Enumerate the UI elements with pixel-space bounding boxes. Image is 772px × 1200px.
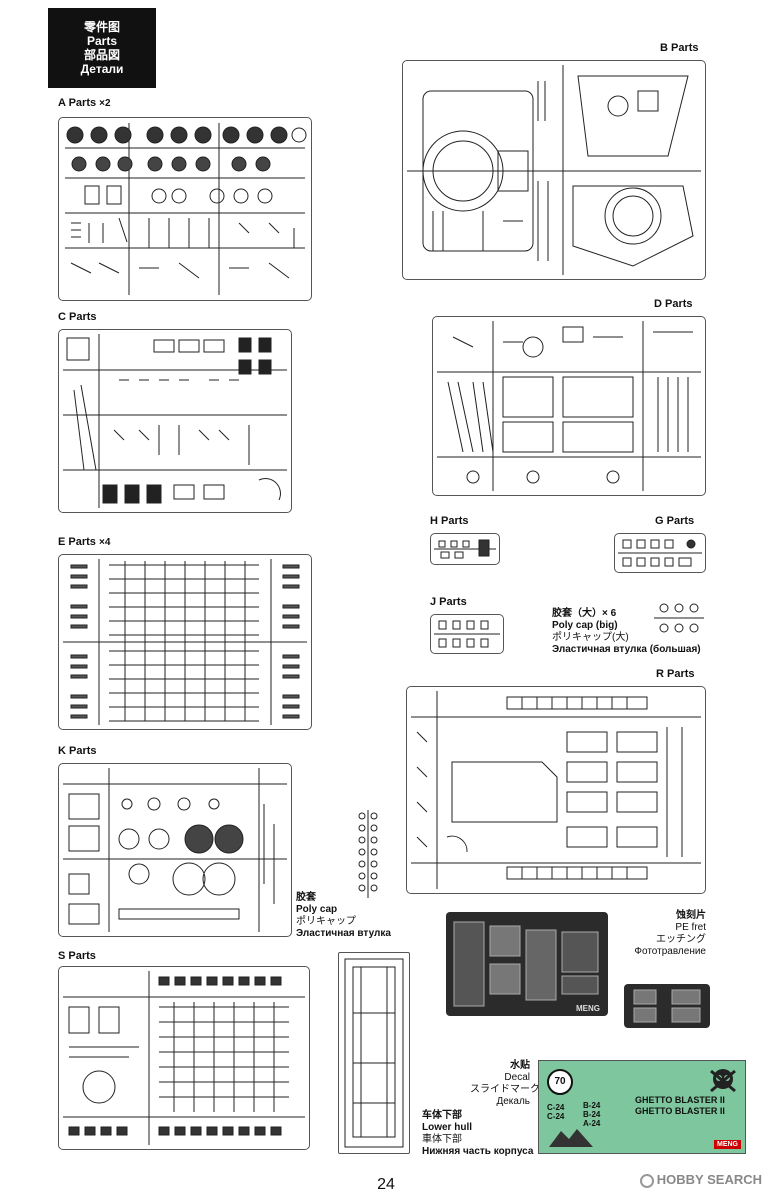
decal-code: A-24 bbox=[583, 1119, 601, 1128]
g-parts-sprue bbox=[614, 533, 706, 573]
k-sprue-drawing bbox=[63, 768, 287, 932]
s-parts-sprue bbox=[58, 966, 310, 1150]
e-sprue-drawing bbox=[63, 559, 307, 725]
header-jp: 部品図 bbox=[83, 48, 120, 62]
decal-code: C-24 bbox=[547, 1112, 565, 1121]
h-sprue-drawing bbox=[434, 539, 496, 559]
a-parts-label: A Parts ×2 bbox=[58, 97, 111, 109]
watermark-text: HOBBY SEARCH bbox=[656, 1172, 762, 1187]
watermark: HOBBY SEARCH bbox=[639, 1172, 762, 1188]
decal-code: B-24 bbox=[583, 1110, 601, 1119]
c-sprue-drawing bbox=[63, 334, 287, 508]
pe-fret-caption: 蚀刻片 PE fret エッチング Фототравление bbox=[630, 910, 706, 958]
polycap-caption: 胶套 Poly cap ポリキャップ Эластичная втулка bbox=[296, 892, 391, 940]
pe-fret-large: MENG bbox=[446, 912, 608, 1016]
pe-fret-jp: エッチング bbox=[656, 934, 706, 945]
lower-hull-caption: 车体下部 Lower hull 車体下部 Нижняя часть корпус… bbox=[422, 1110, 533, 1158]
h-parts-label: H Parts bbox=[430, 515, 469, 527]
polycap-big-drawing bbox=[652, 600, 706, 636]
polycap-big-cn: 胶套（大）× 6 bbox=[552, 608, 617, 619]
polycap-cn: 胶套 bbox=[296, 892, 316, 903]
s-parts-label: S Parts bbox=[58, 950, 96, 962]
a-parts-sprue bbox=[58, 117, 312, 301]
lower-hull-en: Lower hull bbox=[422, 1122, 472, 1133]
page-number: 24 bbox=[377, 1176, 395, 1193]
pe-fret-ru: Фототравление bbox=[634, 946, 706, 957]
c-parts-label: C Parts bbox=[58, 311, 97, 323]
pe-fret-large-drawing bbox=[453, 921, 599, 1007]
lower-hull-svg bbox=[344, 958, 404, 1148]
header-cn: 零件图 bbox=[83, 20, 120, 34]
polycap-big-ru: Эластичная втулка (большая) bbox=[552, 644, 701, 655]
b-parts-label: B Parts bbox=[660, 42, 699, 54]
decal-brand: MENG bbox=[714, 1140, 741, 1149]
lower-hull-drawing bbox=[338, 952, 410, 1154]
lower-hull-jp: 車体下部 bbox=[422, 1134, 462, 1145]
pe-fret-en: PE fret bbox=[675, 922, 706, 933]
decal-ghetto-2: GHETTO BLASTER II bbox=[635, 1106, 725, 1116]
d-parts-label: D Parts bbox=[654, 298, 693, 310]
c-parts-sprue bbox=[58, 329, 292, 513]
g-sprue-drawing bbox=[618, 539, 702, 567]
decal-ghetto-1: GHETTO BLASTER II bbox=[635, 1095, 725, 1105]
d-sprue-drawing bbox=[437, 321, 701, 491]
j-parts-sprue bbox=[430, 614, 504, 654]
j-parts-label: J Parts bbox=[430, 596, 467, 608]
decal-ru: Декаль bbox=[496, 1096, 530, 1107]
polycap-big-jp: ポリキャップ(大) bbox=[552, 632, 629, 643]
r-parts-label: R Parts bbox=[656, 668, 695, 680]
polycap-big-caption: 胶套（大）× 6 Poly cap (big) ポリキャップ(大) Эласти… bbox=[552, 608, 701, 656]
b-sprue-drawing bbox=[407, 65, 701, 275]
header-en: Parts bbox=[86, 34, 118, 48]
decal-sheet: 70 C-24 C-24 B-24 B-24 A-24 GHETTO BLAST… bbox=[538, 1060, 746, 1154]
lower-hull-ru: Нижняя часть корпуса bbox=[422, 1146, 534, 1157]
pe-brand: MENG bbox=[576, 1004, 600, 1013]
e-parts-sprue bbox=[58, 554, 312, 730]
pe-fret-small-drawing bbox=[633, 989, 701, 1023]
g-parts-label: G Parts bbox=[655, 515, 695, 527]
decal-caption: 水贴 Decal スライドマーク Декаль bbox=[470, 1060, 540, 1108]
lower-hull-cn: 车体下部 bbox=[422, 1110, 462, 1121]
b-parts-sprue bbox=[402, 60, 706, 280]
pe-fret-cn: 蚀刻片 bbox=[676, 910, 706, 921]
decal-codes-b: B-24 B-24 A-24 bbox=[583, 1101, 600, 1128]
decal-cn: 水贴 bbox=[510, 1060, 530, 1071]
decal-code: C-24 bbox=[547, 1103, 565, 1112]
pe-fret-small bbox=[624, 984, 710, 1028]
e-parts-label: E Parts ×4 bbox=[58, 536, 111, 548]
r-parts-sprue bbox=[406, 686, 706, 894]
k-parts-sprue bbox=[58, 763, 292, 937]
polycap-ru: Эластичная втулка bbox=[296, 928, 391, 939]
d-parts-sprue bbox=[432, 316, 706, 496]
a-sprue-drawing bbox=[65, 123, 307, 295]
parts-header: 零件图 Parts 部品図 Детали bbox=[48, 8, 156, 88]
j-sprue-drawing bbox=[434, 620, 500, 648]
polycap-jp: ポリキャップ bbox=[296, 916, 356, 927]
polycap-en: Poly cap bbox=[296, 904, 338, 915]
decal-number-badge: 70 bbox=[547, 1069, 573, 1095]
decal-code: B-24 bbox=[583, 1101, 601, 1110]
s-sprue-drawing bbox=[63, 971, 305, 1145]
skull-icon bbox=[710, 1069, 736, 1093]
eagle-icon bbox=[549, 1129, 593, 1147]
decal-codes: C-24 C-24 bbox=[547, 1103, 564, 1121]
polycap-big-en: Poly cap (big) bbox=[552, 620, 618, 631]
decal-ghetto-text: GHETTO BLASTER II GHETTO BLASTER II bbox=[635, 1095, 725, 1117]
decal-en: Decal bbox=[504, 1072, 530, 1083]
r-sprue-drawing bbox=[411, 691, 701, 889]
k-parts-label: K Parts bbox=[58, 745, 97, 757]
header-ru: Детали bbox=[80, 62, 124, 76]
hobby-search-logo-icon bbox=[639, 1173, 654, 1188]
h-parts-sprue bbox=[430, 533, 500, 565]
decal-jp: スライドマーク bbox=[470, 1084, 540, 1095]
polycap-drawing bbox=[354, 808, 382, 900]
